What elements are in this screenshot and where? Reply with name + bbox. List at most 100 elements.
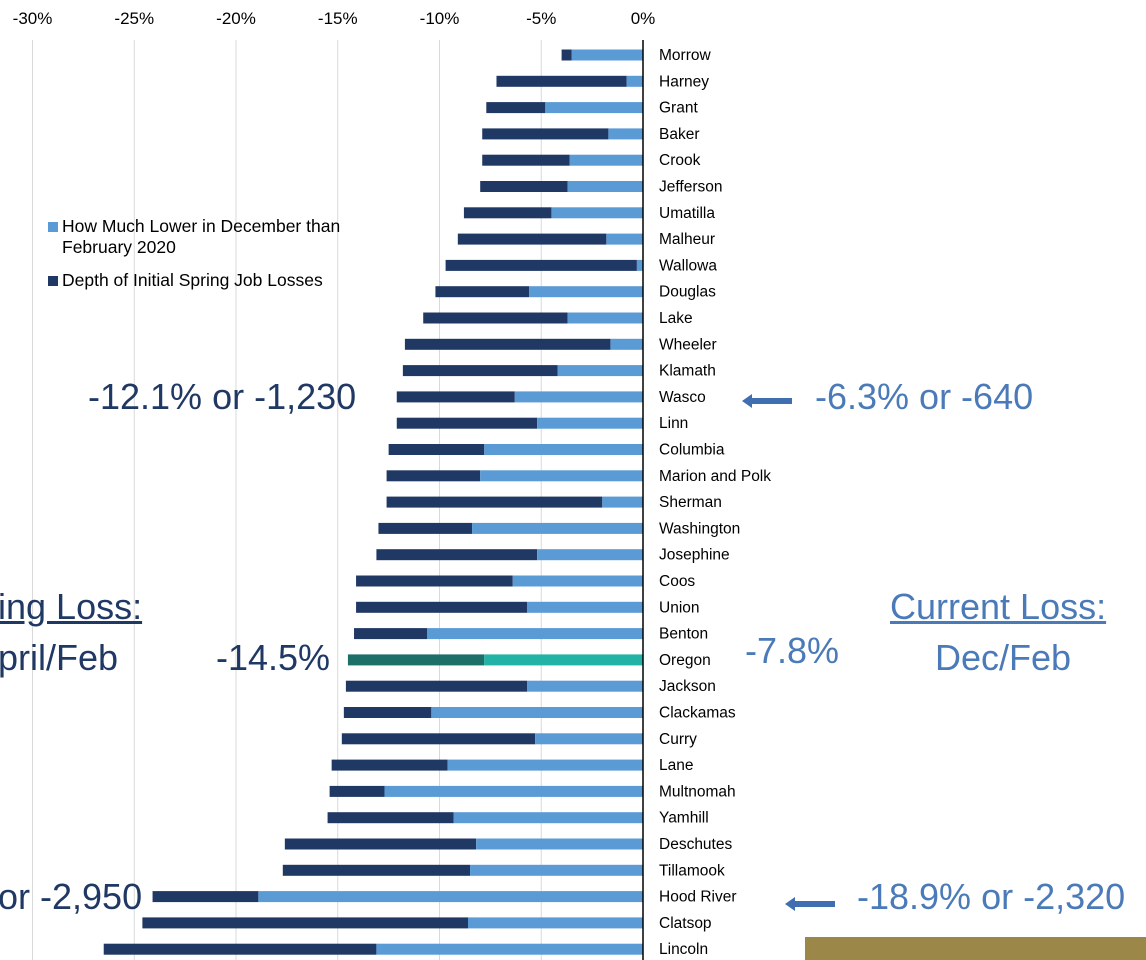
bar-december-loss (258, 891, 643, 903)
bar-spring-loss (480, 181, 568, 192)
category-label: Multnomah (659, 783, 736, 800)
current-loss-subtitle: Dec/Feb (935, 637, 1072, 678)
bar-december-loss (480, 470, 643, 482)
hood-river-current-annotation: -18.9% or -2,320 (857, 876, 1126, 917)
bar-spring-loss (356, 601, 528, 613)
bar-spring-loss (152, 891, 259, 903)
x-tick-label: -15% (318, 9, 358, 28)
bar-december-loss (537, 549, 643, 561)
bar-spring-loss (482, 154, 570, 166)
category-label: Curry (659, 731, 697, 748)
bar-december-loss (447, 759, 643, 771)
hood-river-arrow-icon (785, 897, 835, 911)
x-tick-label: -25% (114, 9, 154, 28)
bar-spring-loss (486, 102, 546, 114)
x-tick-label: -30% (13, 9, 53, 28)
bar-spring-loss (396, 417, 538, 429)
bar-december-loss (551, 207, 643, 219)
legend-label-december: How Much Lower in December than February… (62, 216, 341, 257)
bar-december-loss (376, 943, 643, 955)
category-label: Clatsop (659, 915, 712, 932)
bar-spring-loss (457, 233, 607, 245)
category-label: Linn (659, 415, 688, 432)
category-label: Clackamas (659, 705, 736, 722)
bar-december-loss (636, 259, 643, 271)
bar-spring-loss (327, 812, 454, 824)
category-label: Deschutes (659, 836, 732, 853)
bar-december-loss (431, 707, 643, 718)
bar-spring-loss (482, 128, 609, 140)
wasco-current-annotation: -6.3% or -640 (815, 376, 1034, 417)
x-tick-label: -10% (420, 9, 460, 28)
legend-item-december: How Much Lower in December than February… (48, 216, 368, 258)
category-label: Benton (659, 626, 708, 643)
wasco-arrow-icon (742, 394, 792, 408)
bar-december-loss (626, 75, 643, 87)
spring-loss-subtitle: pril/Feb (0, 637, 119, 678)
bar-december-loss (472, 522, 643, 534)
category-label: Columbia (659, 442, 725, 459)
category-label: Wheeler (659, 336, 717, 353)
bar-spring-loss (345, 680, 528, 692)
bar-december-loss (527, 601, 643, 613)
bar-december-loss (470, 864, 643, 876)
bar-spring-loss (341, 733, 536, 745)
bar-spring-loss (386, 470, 481, 482)
bar-spring-loss (396, 391, 515, 403)
bar-spring-loss (388, 444, 485, 455)
category-label: Lake (659, 310, 693, 327)
legend-swatch-spring (48, 276, 58, 286)
bar-december-loss (606, 233, 643, 245)
bar-december-loss (514, 391, 643, 403)
category-label: Jefferson (659, 179, 722, 196)
bar-december-loss (527, 680, 643, 692)
bar-december-loss (476, 838, 643, 850)
bar-december-loss (512, 575, 643, 587)
category-label: Yamhill (659, 810, 709, 827)
category-label: Harney (659, 73, 709, 90)
bar-spring-loss (376, 549, 538, 561)
legend-swatch-december (48, 222, 58, 232)
bar-december-loss (557, 365, 643, 377)
category-label: Douglas (659, 284, 716, 301)
category-label: Malheur (659, 231, 715, 248)
bar-spring-loss (282, 864, 471, 876)
bar-december-loss (545, 102, 643, 114)
current-loss-title: Current Loss: (890, 586, 1107, 627)
bar-spring-loss (435, 286, 530, 298)
category-label: Crook (659, 152, 701, 169)
bar-december-loss (602, 496, 643, 508)
category-label: Klamath (659, 363, 716, 380)
category-label: Josephine (659, 547, 730, 564)
bar-spring-loss (354, 628, 428, 640)
category-labels: MorrowHarneyGrantBakerCrookJeffersonUmat… (659, 47, 771, 958)
category-label: Union (659, 599, 700, 616)
category-label: Oregon (659, 652, 711, 669)
bar-december-loss (567, 181, 643, 192)
category-label: Tillamook (659, 862, 725, 879)
bar-december-loss (537, 417, 643, 429)
x-tick-label: 0% (631, 9, 656, 28)
bar-december-loss (484, 654, 643, 666)
category-label: Lincoln (659, 941, 708, 958)
category-label: Marion and Polk (659, 468, 771, 485)
category-label: Grant (659, 100, 698, 117)
bar-spring-loss (347, 654, 485, 666)
category-label: Morrow (659, 47, 711, 64)
category-label: Lane (659, 757, 693, 774)
x-tick-label: -5% (526, 9, 556, 28)
bar-spring-loss (331, 759, 448, 771)
bar-spring-loss (423, 312, 568, 324)
decorative-gold-box (805, 937, 1146, 960)
bar-spring-loss (142, 917, 468, 929)
bar-spring-loss (343, 707, 432, 718)
bar-spring-loss (284, 838, 477, 850)
category-label: Washington (659, 520, 740, 537)
bar-spring-loss (561, 49, 572, 61)
legend: How Much Lower in December than February… (48, 216, 368, 303)
bar-spring-loss (103, 943, 377, 955)
oregon-current-annotation: -7.8% (745, 630, 840, 671)
hood-river-spring-annotation: or -2,950 (0, 876, 143, 917)
category-label: Coos (659, 573, 695, 590)
